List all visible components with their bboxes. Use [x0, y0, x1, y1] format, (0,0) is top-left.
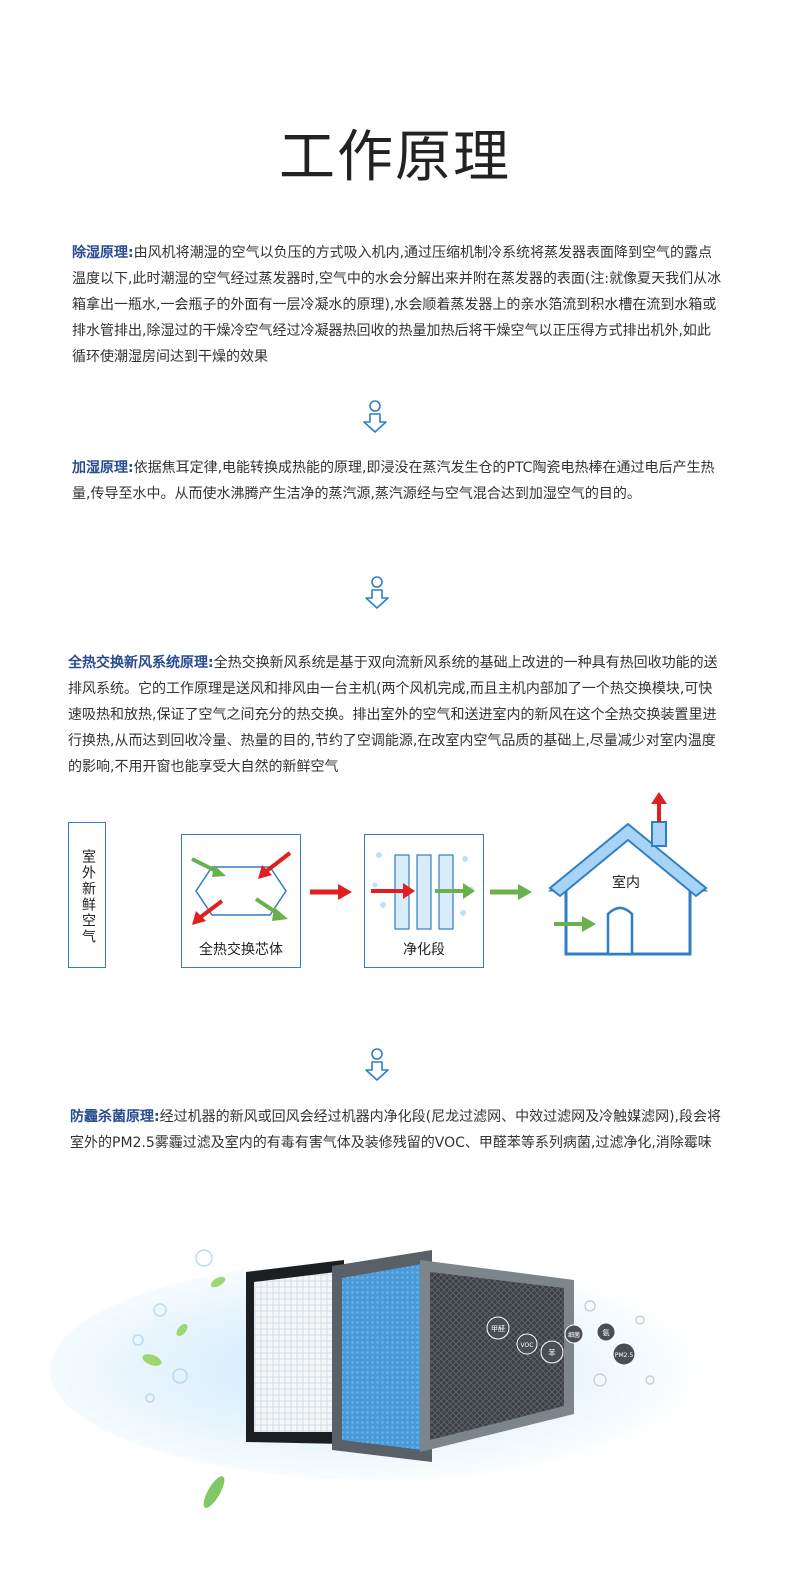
antismog-label: 防霾杀菌原理: [70, 1109, 160, 1125]
outdoor-air-box: 室外新鲜空气 [68, 822, 106, 968]
green-arrow-icon [191, 857, 288, 921]
filter-panels-icon [371, 852, 475, 930]
humidify-paragraph: 加湿原理:依据焦耳定律,电能转换成热能的原理,即浸没在蒸汽发生仓的PTC陶瓷电热… [72, 455, 722, 507]
heat-exchange-text: 全热交换新风系统是基于双向流新风系统的基础上改进的一种具有热回收功能的送排风系统… [68, 655, 718, 775]
page-title: 工作原理 [279, 125, 511, 190]
person-down-arrow-icon [363, 400, 387, 433]
heat-exchange-paragraph: 全热交换新风系统原理:全热交换新风系统是基于双向流新风系统的基础上改进的一种具有… [68, 650, 722, 780]
humidify-label: 加湿原理: [72, 460, 134, 476]
badge-bacteria: 细菌 [568, 1331, 580, 1339]
indoor-label: 室内 [612, 875, 640, 891]
dehumidify-label: 除湿原理: [72, 245, 134, 261]
badge-voc: VOC [521, 1342, 534, 1349]
heat-exchange-core-box: 全热交换芯体 [181, 834, 301, 968]
humidify-text: 依据焦耳定律,电能转换成热能的原理,即浸没在蒸汽发生仓的PTC陶瓷电热棒在通过电… [72, 460, 715, 502]
house-icon [548, 792, 708, 956]
leaf-icon [142, 1276, 226, 1508]
antismog-paragraph: 防霾杀菌原理:经过机器的新风或回风会经过机器内净化段(尼龙过滤网、中效过滤网及冷… [70, 1104, 722, 1156]
green-arrow-icon [490, 884, 532, 900]
outdoor-air-label: 室外新鲜空气 [80, 849, 96, 945]
person-down-arrow-icon [365, 576, 389, 609]
heat-exchange-core-label: 全热交换芯体 [199, 942, 283, 958]
badge-benzene: 苯 [549, 1348, 556, 1357]
filter-illustration: 甲醛 苯 VOC 氨 PM2.5 细菌 [50, 1249, 710, 1508]
badge-ammonia: 氨 [603, 1328, 610, 1337]
dehumidify-text: 由风机将潮湿的空气以负压的方式吸入机内,通过压缩机制冷系统将蒸发器表面降到空气的… [72, 245, 722, 365]
heat-exchange-label: 全热交换新风系统原理: [68, 655, 214, 671]
purification-label: 净化段 [403, 942, 445, 958]
pollutant-icons: 甲醛 苯 VOC 氨 PM2.5 细菌 [486, 1316, 636, 1366]
antismog-text: 经过机器的新风或回风会经过机器内净化段(尼龙过滤网、中效过滤网及冷触媒滤网),段… [70, 1109, 721, 1151]
dehumidify-paragraph: 除湿原理:由风机将潮湿的空气以负压的方式吸入机内,通过压缩机制冷系统将蒸发器表面… [72, 240, 722, 370]
badge-formaldehyde: 甲醛 [491, 1324, 505, 1333]
person-down-arrow-icon [365, 1048, 389, 1081]
red-arrow-icon [310, 884, 352, 900]
purification-box: 净化段 [364, 834, 484, 968]
red-arrow-icon [192, 851, 292, 925]
heat-exchange-core-icon [191, 851, 292, 925]
badge-pm25: PM2.5 [615, 1352, 634, 1359]
